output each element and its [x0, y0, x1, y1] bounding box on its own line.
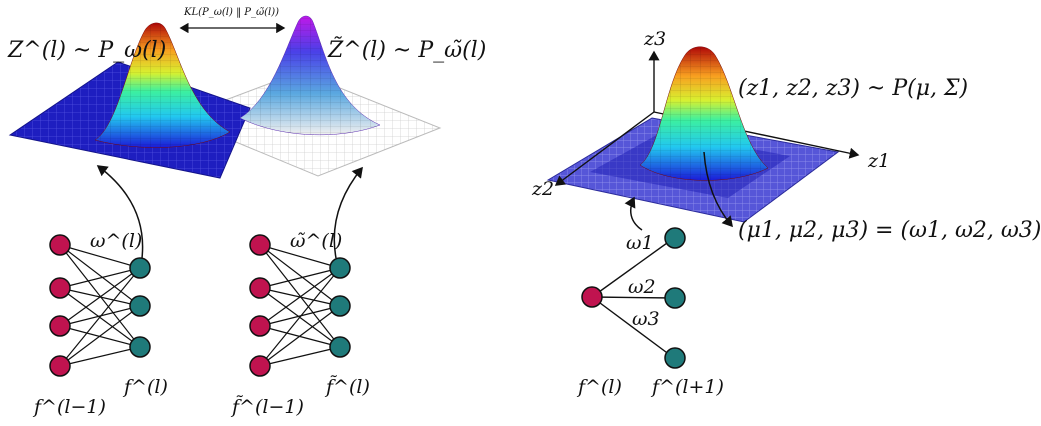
right-gaussian-mesh — [640, 46, 768, 181]
neuron-node-output-2 — [664, 287, 686, 309]
network-edge — [59, 305, 141, 327]
arrow-curved-left-tilde — [333, 166, 363, 259]
output-label-tilde: f̃^(l) — [326, 376, 370, 398]
left-surface-plot — [8, 15, 442, 179]
diagram-canvas — [8, 15, 860, 377]
neuron-node-output — [329, 257, 351, 279]
network-left — [49, 234, 151, 377]
weight-label: ω^(l) — [90, 230, 143, 252]
network-left-tilde — [249, 234, 351, 377]
network-edge — [259, 244, 341, 307]
jet-gaussian-mesh — [95, 22, 230, 148]
purple-gaussian-mesh — [240, 16, 380, 135]
network-edge — [259, 346, 341, 367]
edge-w2 — [591, 296, 675, 299]
neuron-node-output-1 — [664, 227, 686, 249]
neuron-node-output — [329, 336, 351, 358]
input-label-tilde: f̃^(l−1) — [232, 396, 304, 418]
weight-label-tilde: ω̃^(l) — [290, 230, 343, 252]
network-edge — [259, 267, 341, 327]
neuron-node-output — [329, 295, 351, 317]
axis-z2-line — [554, 111, 655, 186]
dist-label: Z^(l) ~ P_ω(l) — [8, 38, 167, 63]
dist-label-tilde: Z̃^(l) ~ P_ω̃(l) — [328, 38, 487, 63]
neuron-node-output — [129, 336, 151, 358]
arrow-curved-left — [96, 165, 144, 259]
axis-z1-label: z1 — [868, 150, 891, 172]
arrow-w1-pointer — [624, 196, 643, 231]
network-edge — [259, 305, 341, 327]
network-right — [581, 227, 686, 369]
neuron-node-output — [129, 257, 151, 279]
network-edge — [59, 305, 141, 367]
neuron-node-input — [249, 277, 271, 299]
neuron-node-input — [49, 315, 71, 337]
neuron-node-input — [249, 234, 271, 256]
network-edge — [259, 267, 341, 289]
neuron-node-input — [249, 315, 271, 337]
neuron-node-output — [129, 295, 151, 317]
right-output-label: f^(l+1) — [652, 376, 724, 398]
neuron-node-output-3 — [664, 347, 686, 369]
output-label: f^(l) — [124, 376, 168, 398]
edge-w1 — [591, 237, 675, 298]
kl-label: KL(P_ω(l) ‖ P_ω̃(l)) — [184, 7, 280, 18]
network-edge — [59, 267, 141, 367]
network-edge — [259, 267, 341, 367]
network-edge — [259, 244, 341, 269]
w2-label: ω2 — [628, 276, 656, 298]
neuron-node-input — [49, 234, 71, 256]
neuron-node-input — [49, 277, 71, 299]
network-edge — [259, 305, 341, 367]
right-surface-plot — [546, 46, 860, 231]
arrow-mean-pointer — [703, 151, 733, 228]
joint-label: (z1, z2, z3) ~ P(μ, Σ) — [738, 76, 969, 101]
neuron-node-input — [249, 355, 271, 377]
axis-z2-label: z2 — [532, 178, 555, 200]
network-edge — [59, 346, 141, 367]
network-edge — [59, 244, 141, 348]
network-edge — [59, 244, 141, 307]
network-edge — [59, 267, 141, 327]
axis-z3-label: z3 — [644, 28, 667, 50]
mean-label: (μ1, μ2, μ3) = (ω1, ω2, ω3) — [738, 218, 1041, 243]
neuron-node-input — [49, 355, 71, 377]
w3-label: ω3 — [632, 308, 660, 330]
edge-w3 — [591, 296, 675, 359]
network-edge — [59, 244, 141, 269]
network-edge — [59, 267, 141, 289]
w1-label: ω1 — [626, 232, 654, 254]
network-edge — [259, 244, 341, 348]
input-label: f^(l−1) — [34, 396, 106, 418]
right-input-label: f^(l) — [578, 376, 622, 398]
neuron-node-input — [581, 286, 603, 308]
